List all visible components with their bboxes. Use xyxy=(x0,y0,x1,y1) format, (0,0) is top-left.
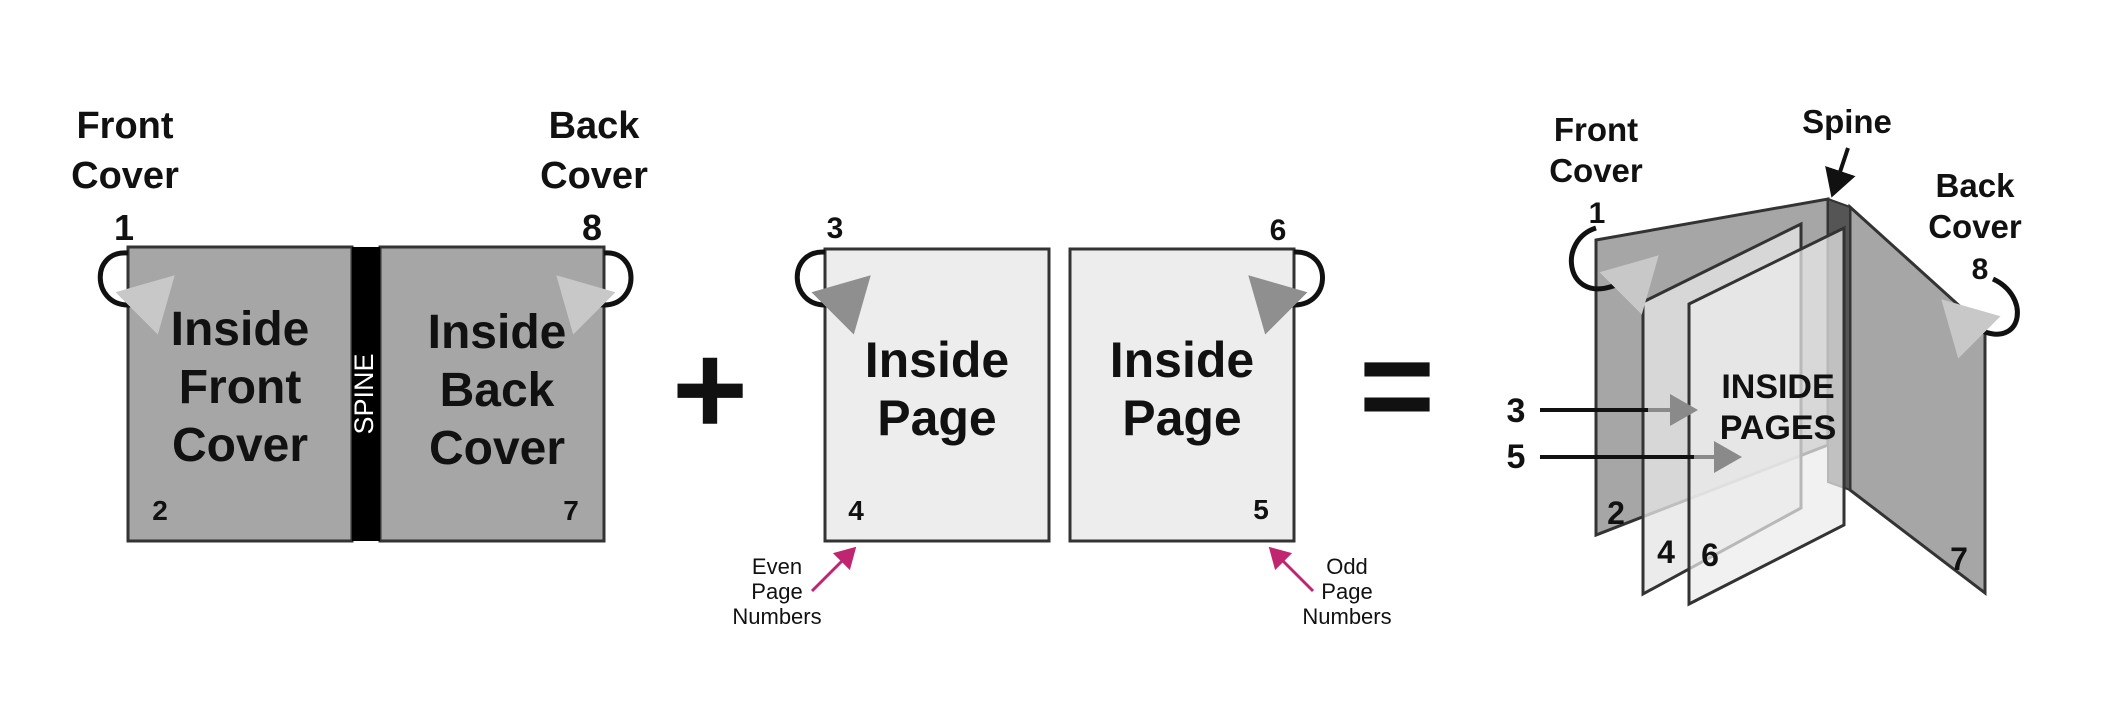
inside-page-label: Inside xyxy=(865,332,1009,388)
page-number-1: 1 xyxy=(1589,197,1606,230)
even-page-numbers-note: Even xyxy=(752,554,802,579)
page-number-7: 7 xyxy=(1950,541,1968,577)
spine-label: Spine xyxy=(1802,103,1892,140)
inside-pages-label: PAGES xyxy=(1720,409,1837,447)
cover-spread-panel: SPINE Front Cover Back Cover 1 8 Inside … xyxy=(71,105,648,543)
odd-note-arrow xyxy=(1268,546,1315,593)
inside-pages-panel: 3 6 Inside Page Inside Page 4 5 Even Pag… xyxy=(732,212,1391,629)
page-number-6: 6 xyxy=(1270,214,1287,247)
inside-page-label: Page xyxy=(1122,390,1242,446)
front-cover-label: Cover xyxy=(71,155,179,197)
curl-arrow-icon xyxy=(1248,275,1308,335)
page-number-2: 2 xyxy=(152,495,168,526)
spine-pointer-arrow xyxy=(1825,147,1856,198)
page-number-3: 3 xyxy=(1507,392,1526,430)
page-number-8: 8 xyxy=(582,207,602,248)
curl-arrow-icon xyxy=(556,275,616,335)
back-cover-label: Cover xyxy=(1928,208,2022,245)
page-number-7: 7 xyxy=(563,495,579,526)
even-page-numbers-note: Page xyxy=(751,579,802,604)
inside-front-cover-label: Cover xyxy=(172,419,308,472)
inside-back-cover-label: Back xyxy=(440,364,555,417)
even-page-numbers-note: Numbers xyxy=(732,604,821,629)
page-number-1: 1 xyxy=(114,207,134,248)
odd-page-numbers-note: Numbers xyxy=(1302,604,1391,629)
front-cover-label: Front xyxy=(76,105,173,147)
inside-page-label: Inside xyxy=(1110,332,1254,388)
back-cover-label: Cover xyxy=(540,155,648,197)
inside-pages-label: INSIDE xyxy=(1721,368,1834,406)
front-cover-label: Cover xyxy=(1549,152,1643,189)
odd-page-numbers-note: Page xyxy=(1321,579,1372,604)
page-number-4: 4 xyxy=(1657,534,1675,570)
inside-front-cover-label: Inside xyxy=(171,303,310,356)
inside-page-right xyxy=(1068,247,1296,543)
inside-back-cover-label: Cover xyxy=(429,422,565,475)
odd-page-numbers-note: Odd xyxy=(1326,554,1368,579)
page-number-8: 8 xyxy=(1972,253,1989,286)
curl-arrow-icon xyxy=(1941,299,2001,359)
page-number-2: 2 xyxy=(1607,495,1625,531)
plus-operator: + xyxy=(672,316,748,462)
inside-front-cover-label: Front xyxy=(179,361,302,414)
equals-operator: = xyxy=(1359,312,1435,458)
inside-page-label: Page xyxy=(877,390,997,446)
page-number-5: 5 xyxy=(1253,494,1269,525)
back-cover-label: Back xyxy=(1936,167,2016,204)
front-cover-label: Front xyxy=(1554,111,1638,148)
spine-label: SPINE xyxy=(349,353,379,434)
even-note-arrow xyxy=(810,546,857,593)
assembled-booklet-panel: Front Cover Spine Back Cover 1 8 INSIDE … xyxy=(1507,103,2022,607)
inside-back-cover-label: Inside xyxy=(428,306,567,359)
page-number-4: 4 xyxy=(848,495,864,526)
page-number-5: 5 xyxy=(1507,438,1526,476)
back-cover-label: Back xyxy=(549,105,641,147)
back-cover-panel xyxy=(1848,203,1987,597)
curl-arrow-icon xyxy=(115,275,175,335)
inside-page-sheet xyxy=(1687,225,1846,607)
page-number-3: 3 xyxy=(827,212,844,245)
curl-arrow-icon xyxy=(811,275,871,335)
curl-arrow-icon xyxy=(1599,255,1659,315)
page-number-6: 6 xyxy=(1701,537,1719,573)
spine-rect xyxy=(352,247,380,541)
